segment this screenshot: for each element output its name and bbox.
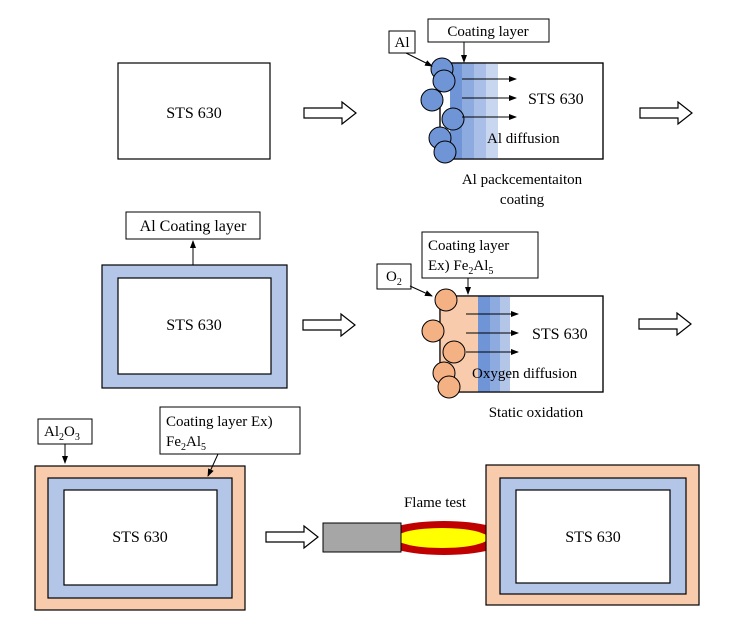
coating-callout-label: Coating layer <box>447 24 528 40</box>
coating-band <box>490 296 500 392</box>
stage5-coating-callout-arrow <box>207 453 219 477</box>
coating-band <box>478 296 490 392</box>
stage4-static-oxidation: STS 630 Oxygen diffusion O2 Coating laye… <box>376 231 604 421</box>
stage4-caption: Static oxidation <box>489 405 584 421</box>
o2-particle <box>434 288 458 312</box>
o2-callout-arrow <box>409 285 433 297</box>
al2o3-callout-box <box>37 418 93 445</box>
coating-band <box>486 63 498 159</box>
al-particle <box>441 107 465 131</box>
o2-particle <box>421 319 445 343</box>
al-particles <box>420 57 465 164</box>
oxygen-diffusion-label: Oxygen diffusion <box>472 366 578 382</box>
stage6-final-substrate: STS 630 <box>485 464 700 606</box>
stage5-layered-substrate: STS 630 Al2O3 Coating layer Ex) Fe2Al5 <box>34 406 301 611</box>
al-diffusion-label: Al diffusion <box>487 131 560 147</box>
al-particle <box>433 140 457 164</box>
o2-particles <box>421 288 466 399</box>
coating-band <box>462 63 474 159</box>
al2o3-callout-label: Al2O3 <box>44 424 80 443</box>
al-callout-label: Al <box>395 35 410 51</box>
process-arrow-5 <box>265 524 319 550</box>
coating-band <box>474 63 486 159</box>
al-coating-callout-label: Al Coating layer <box>140 218 247 235</box>
o2-particle <box>437 375 461 399</box>
stage2-caption-line2: coating <box>500 192 545 208</box>
o2-particle <box>442 340 466 364</box>
stage2-caption-line1: Al packcementaiton <box>462 172 583 188</box>
fe2al5-callout-box <box>421 231 539 279</box>
stage5-substrate-label: STS 630 <box>112 529 168 546</box>
process-arrow-2 <box>639 100 693 126</box>
fe2al5-callout-line1: Coating layer <box>428 238 509 254</box>
o2-callout-box <box>376 263 412 290</box>
stage1-substrate-label: STS 630 <box>166 105 222 122</box>
coating-band <box>500 296 510 392</box>
process-arrow-3 <box>302 312 356 338</box>
coating-callout-box <box>427 18 550 43</box>
process-arrow-4 <box>638 311 692 337</box>
stage3-coated-substrate: STS 630 Al Coating layer <box>101 211 288 389</box>
fe2al5-callout-line2: Ex) Fe2Al5 <box>428 258 493 277</box>
stage5-coating-line2: Fe2Al5 <box>166 434 206 453</box>
al-callout-arrow <box>405 52 433 67</box>
stage4-substrate-label: STS 630 <box>532 326 588 343</box>
flame-inner-icon <box>396 528 488 548</box>
al-particle <box>420 88 444 112</box>
stage2-pack-cementation: STS 630 Al diffusion Al Coating layer Al… <box>388 18 604 208</box>
stage5-coating-line1: Coating layer Ex) <box>166 414 273 430</box>
flame-test-label: Flame test <box>404 495 467 511</box>
stage6-substrate-label: STS 630 <box>565 529 621 546</box>
al-particle <box>432 69 456 93</box>
al-callout-box <box>388 30 416 54</box>
stage3-substrate-label: STS 630 <box>166 317 222 334</box>
stage1-substrate: STS 630 <box>117 62 271 160</box>
stage5-coating-callout-box <box>159 406 301 455</box>
torch-nozzle-icon <box>322 522 402 553</box>
flame-test: Flame test <box>322 495 509 555</box>
process-arrow-1 <box>303 100 357 126</box>
stage2-substrate-label: STS 630 <box>528 91 584 108</box>
al-coating-callout-box <box>125 211 261 240</box>
o2-callout-label: O2 <box>386 269 402 288</box>
oxide-band <box>466 296 478 392</box>
